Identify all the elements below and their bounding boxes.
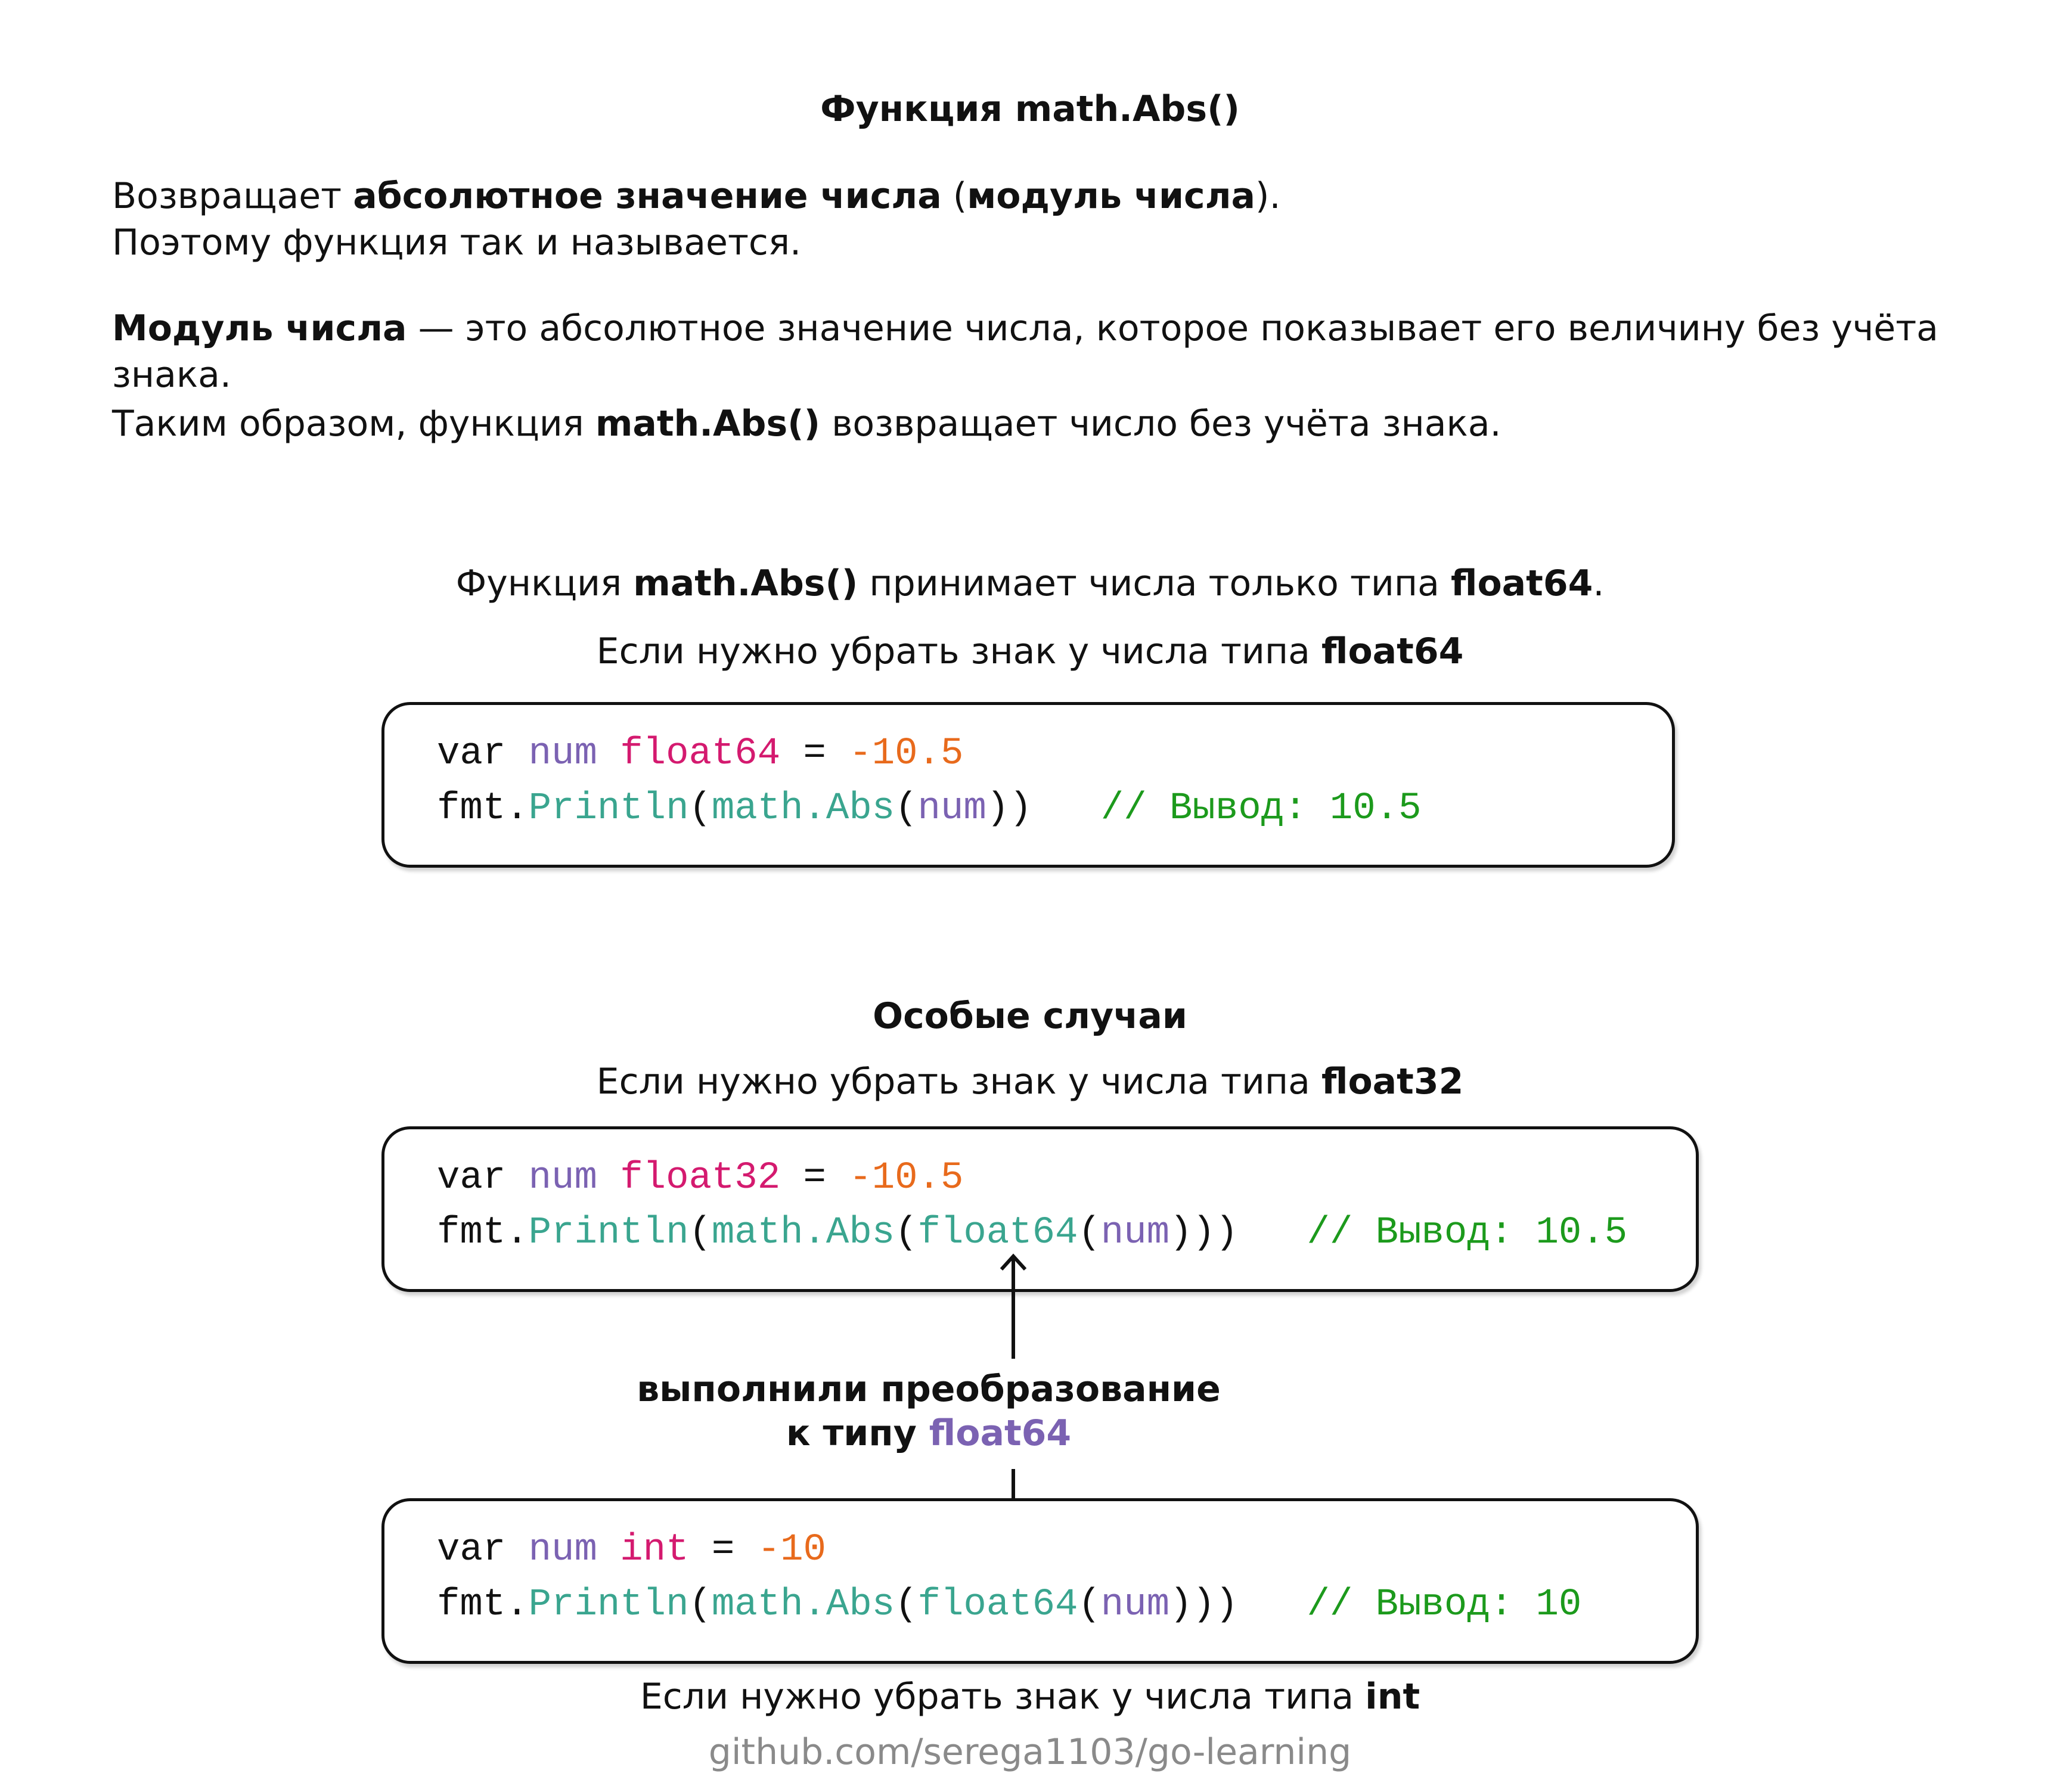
code-number: -10.5 [849,732,964,775]
code-function: math.Abs [711,1583,895,1626]
case-label-text: Если нужно убрать знак у числа типа [640,1676,1366,1718]
accepts-text: принимает числа только типа [858,563,1451,604]
intro-text: ( [941,175,967,217]
code-function: Println [528,1212,689,1254]
footer-link[interactable]: github.com/serega1103/go-learning [708,1731,1352,1773]
code-type: int [620,1529,689,1572]
accepts-text: . [1593,563,1605,604]
code-package: fmt. [437,1212,529,1254]
code-paren: ( [1078,1212,1101,1254]
code-comment: // Вывод: 10.5 [1100,787,1422,830]
summary-line: Таким образом, функция math.Abs() возвра… [112,400,1501,447]
code-line-1: var num int = -10 [437,1529,826,1572]
special-cases-title: Особые случаи [873,995,1187,1037]
code-type: float32 [620,1157,781,1200]
code-function: Println [528,1583,689,1626]
code-package: fmt. [437,1583,529,1626]
conversion-note-line-1: выполнили преобразование [637,1368,1221,1410]
case-label-type: float64 [1321,631,1464,672]
code-block-float64: var num float64 = -10.5 fmt.Println(math… [381,702,1675,868]
case-label-type: float32 [1321,1061,1464,1102]
code-line-2: fmt.Println(math.Abs(float64(num))) // В… [437,1212,1627,1254]
code-function: math.Abs [711,1212,895,1254]
accepts-line: Функция math.Abs() принимает числа тольк… [0,563,2060,604]
summary-text: возвращает число без учёта знака. [820,403,1501,445]
case-label-type: int [1365,1676,1420,1718]
conversion-note-text: к типу [786,1412,929,1454]
code-paren: )) [986,787,1032,830]
intro-text: ). [1255,175,1281,217]
page-title: Функция math.Abs() [820,88,1240,130]
conversion-note-type: float64 [929,1412,1072,1454]
code-paren: ( [895,1583,918,1626]
code-paren: ( [1078,1583,1101,1626]
code-paren: ))) [1169,1583,1239,1626]
code-paren: ))) [1169,1212,1239,1254]
case-label-text: Если нужно убрать знак у числа типа [596,631,1321,672]
code-block-int: var num int = -10 fmt.Println(math.Abs(f… [381,1498,1699,1664]
conversion-note-line-2: к типу float64 [0,1412,1959,1454]
code-variable: num [1100,1583,1169,1626]
case-float64-label: Если нужно убрать знак у числа типа floa… [0,631,2060,672]
code-paren: ( [895,1212,918,1254]
code-function: Println [528,787,689,830]
code-package: fmt. [437,787,529,830]
intro-text: Возвращает [112,175,353,217]
code-number: -10.5 [849,1157,964,1200]
code-line-2: fmt.Println(math.Abs(num)) // Вывод: 10.… [437,787,1421,830]
code-conversion: float64 [917,1583,1078,1626]
case-float32-label: Если нужно убрать знак у числа типа floa… [0,1061,2060,1102]
code-paren: ( [688,1583,712,1626]
code-operator: = [803,732,826,775]
intro-line-1: Возвращает абсолютное значение числа (мо… [112,173,1281,219]
accepts-func: math.Abs() [633,563,858,604]
code-variable: num [528,1157,597,1200]
code-variable: num [528,732,597,775]
code-keyword: var [437,1529,506,1572]
code-function: math.Abs [711,787,895,830]
definition-line: Модуль числа — это абсолютное значение ч… [112,305,2060,398]
code-paren: ( [688,787,712,830]
code-conversion: float64 [917,1212,1078,1254]
code-operator: = [803,1157,826,1200]
case-label-text: Если нужно убрать знак у числа типа [596,1061,1321,1102]
code-number: -10 [757,1529,826,1572]
code-variable: num [1100,1212,1169,1254]
code-variable: num [528,1529,597,1572]
code-line-1: var num float32 = -10.5 [437,1157,963,1200]
code-comment: // Вывод: 10 [1307,1583,1582,1626]
case-int-label: Если нужно убрать знак у числа типа int [0,1676,2060,1718]
code-paren: ( [895,787,918,830]
code-keyword: var [437,1157,506,1200]
definition-term: Модуль числа [112,308,407,349]
accepts-type: float64 [1450,563,1593,604]
code-line-1: var num float64 = -10.5 [437,732,963,775]
intro-bold-modulus: модуль числа [967,175,1256,217]
summary-text: Таким образом, функция [112,403,595,445]
code-line-2: fmt.Println(math.Abs(float64(num))) // В… [437,1583,1581,1626]
code-keyword: var [437,732,506,775]
code-type: float64 [620,732,781,775]
code-comment: // Вывод: 10.5 [1307,1212,1628,1254]
intro-line-2: Поэтому функция так и называется. [112,222,802,263]
code-paren: ( [688,1212,712,1254]
code-variable: num [917,787,986,830]
definition-text: — это абсолютное значение числа, которое… [112,308,1938,396]
intro-bold-abs-value: абсолютное значение числа [353,175,942,217]
arrow-up-icon [1000,1253,1027,1359]
accepts-text: Функция [455,563,634,604]
summary-func: math.Abs() [595,403,820,445]
code-block-float32: var num float32 = -10.5 fmt.Println(math… [381,1126,1699,1292]
code-operator: = [711,1529,735,1572]
